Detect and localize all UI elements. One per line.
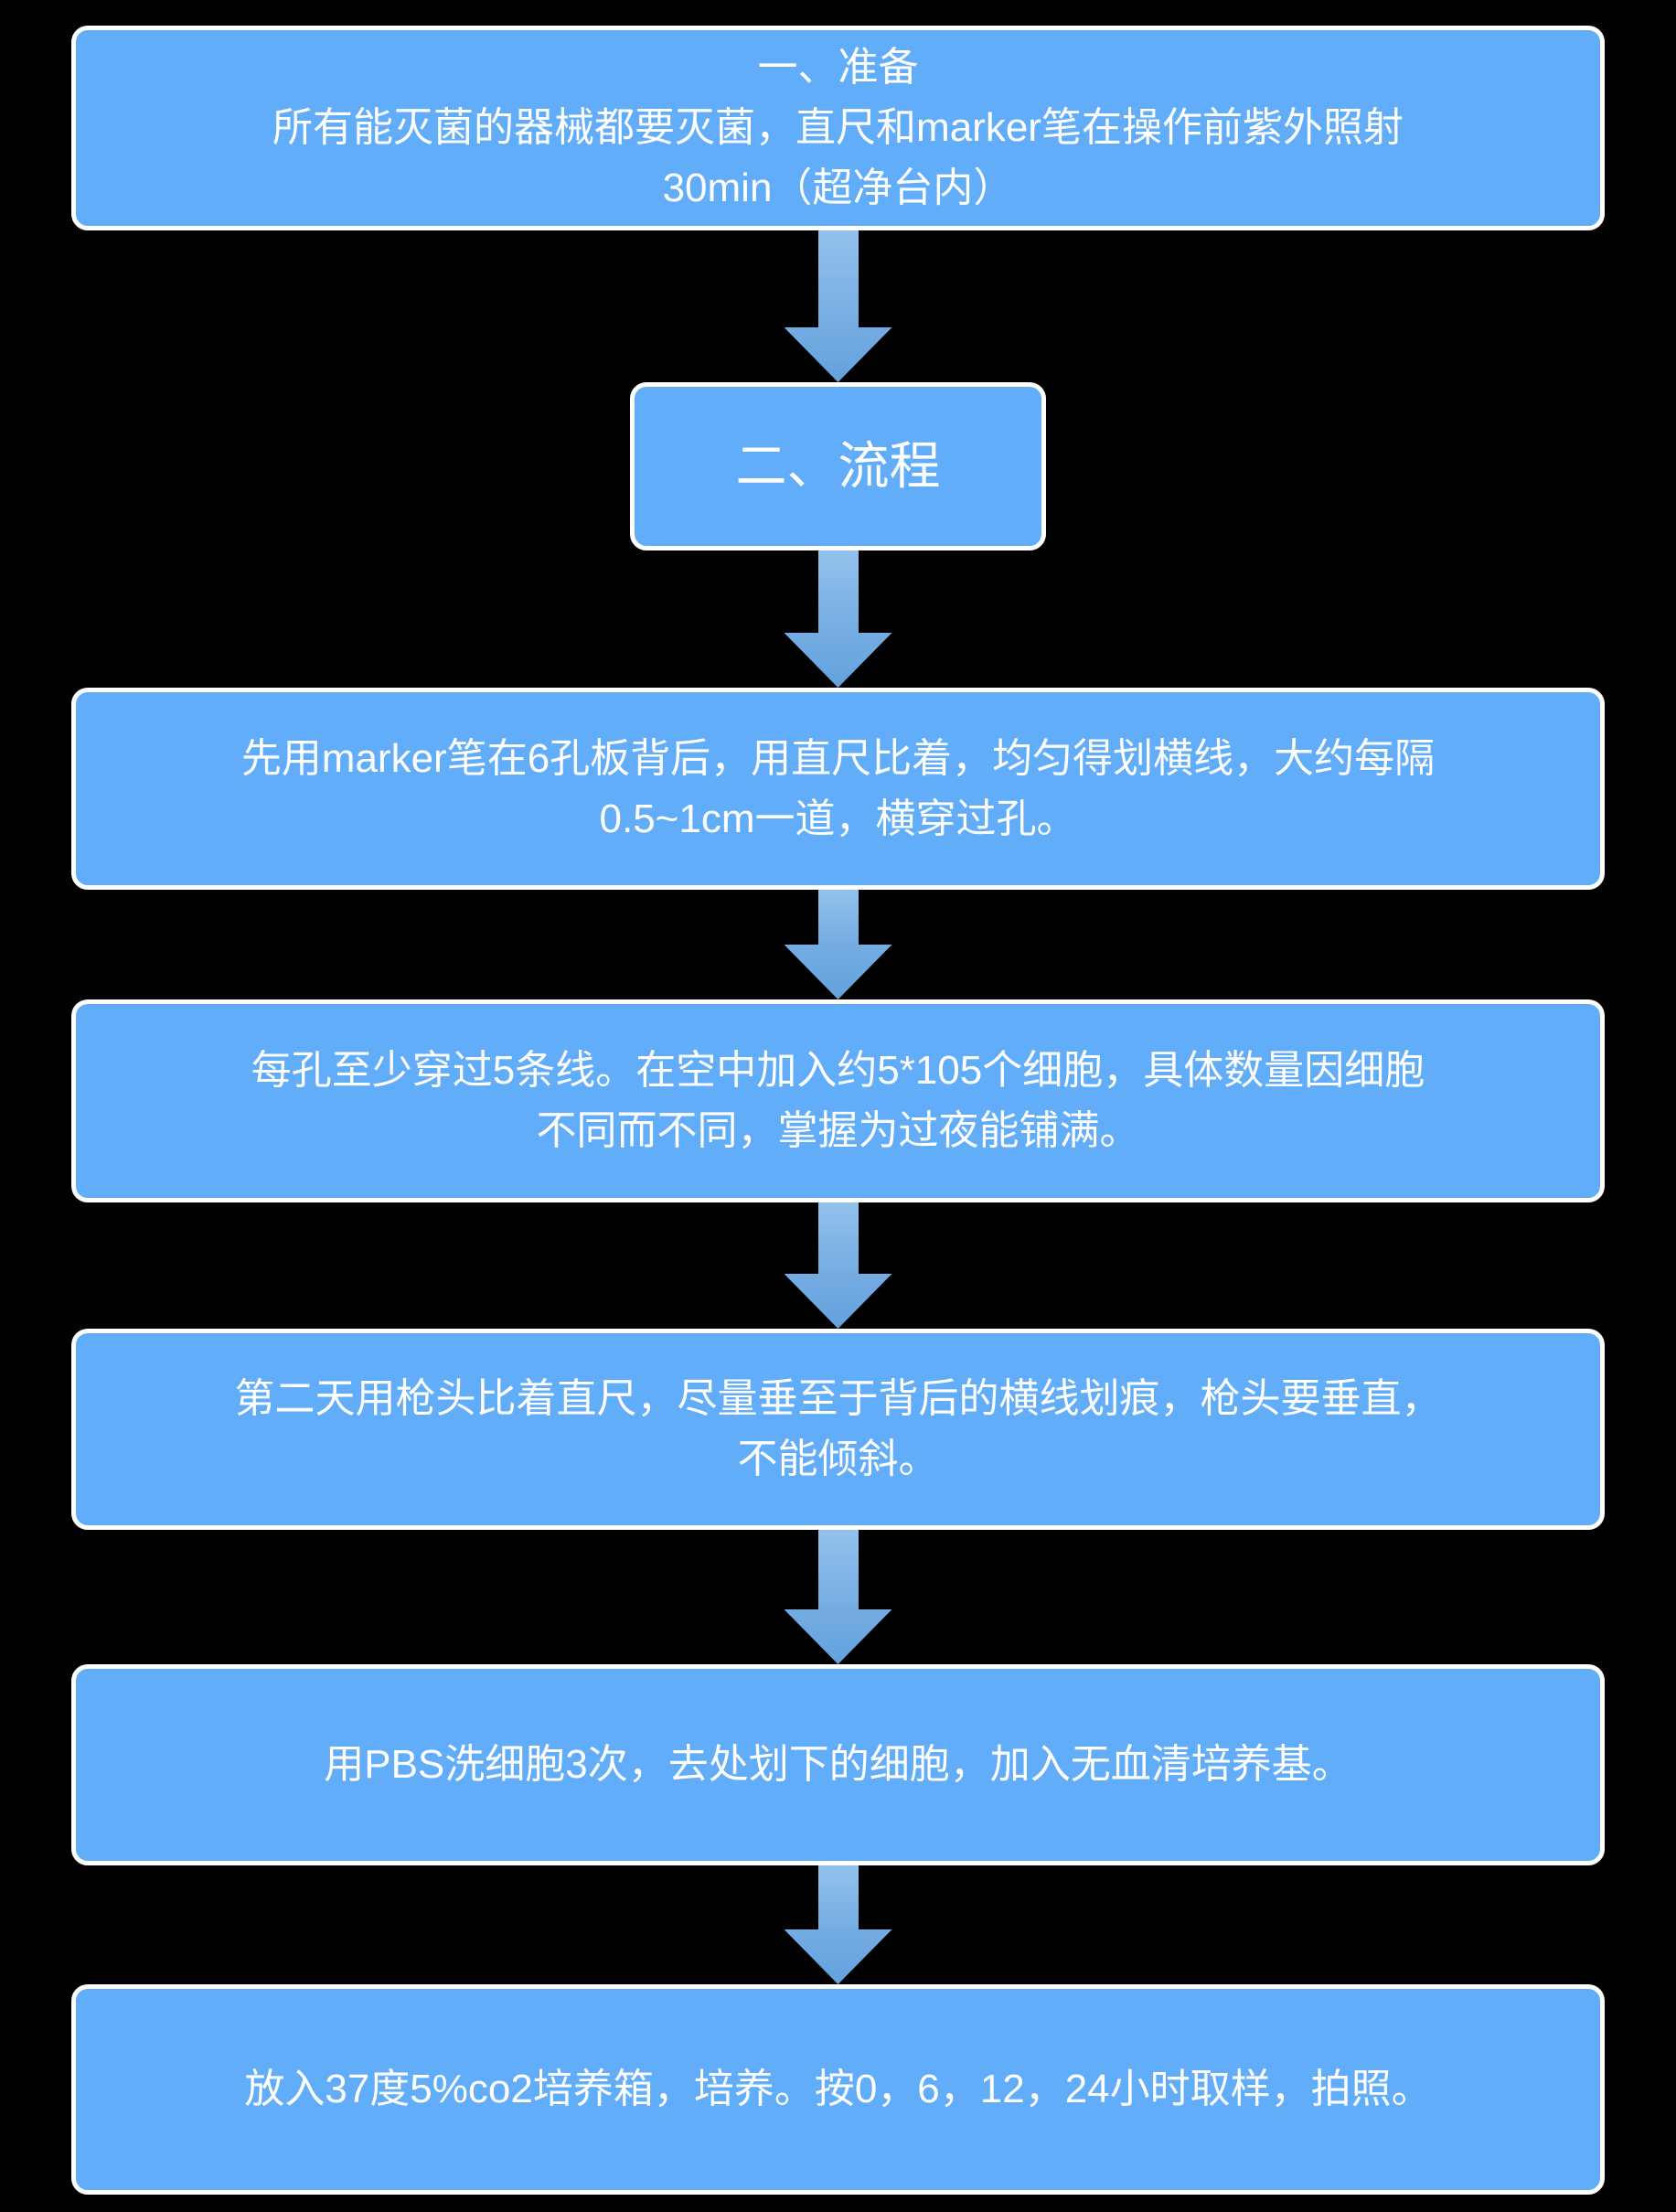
arrow-head	[784, 633, 892, 688]
arrow-head	[784, 945, 892, 999]
flow-step-scratch: 第二天用枪头比着直尺，尽量垂至于背后的横线划痕，枪头要垂直， 不能倾斜。	[71, 1329, 1605, 1530]
down-arrow-1-icon	[784, 230, 892, 382]
arrow-head	[784, 1609, 892, 1664]
down-arrow-6-icon	[784, 1865, 892, 1984]
arrow-head	[784, 1929, 892, 1984]
arrow-shaft	[817, 230, 859, 327]
flow-step-draw-lines: 先用marker笔在6孔板背后，用直尺比着，均匀得划横线，大约每隔 0.5~1c…	[71, 688, 1605, 890]
flow-step-prepare-text: 一、准备 所有能灭菌的器械都要灭菌，直尺和marker笔在操作前紫外照射 30m…	[272, 45, 1404, 210]
arrow-head	[784, 1274, 892, 1329]
flow-step-scratch-text: 第二天用枪头比着直尺，尽量垂至于背后的横线划痕，枪头要垂直， 不能倾斜。	[234, 1376, 1442, 1481]
arrow-shaft	[817, 1530, 859, 1609]
flow-step-process-header: 二、流程	[630, 382, 1046, 550]
arrow-head	[784, 327, 892, 382]
down-arrow-2-icon	[784, 550, 892, 688]
flow-step-prepare: 一、准备 所有能灭菌的器械都要灭菌，直尺和marker笔在操作前紫外照射 30m…	[71, 26, 1605, 230]
flow-step-seed-cells-text: 每孔至少穿过5条线。在空中加入约5*105个细胞，具体数量因细胞 不同而不同，掌…	[251, 1048, 1425, 1153]
flow-step-wash-text: 用PBS洗细胞3次，去处划下的细胞，加入无血清培养基。	[324, 1742, 1352, 1787]
flow-step-seed-cells: 每孔至少穿过5条线。在空中加入约5*105个细胞，具体数量因细胞 不同而不同，掌…	[71, 999, 1605, 1202]
flow-step-incubate-text: 放入37度5%co2培养箱，培养。按0，6，12，24小时取样，拍照。	[244, 2067, 1432, 2111]
flow-step-draw-lines-text: 先用marker笔在6孔板背后，用直尺比着，均匀得划横线，大约每隔 0.5~1c…	[240, 735, 1436, 841]
flow-step-incubate: 放入37度5%co2培养箱，培养。按0，6，12，24小时取样，拍照。	[71, 1984, 1605, 2195]
arrow-shaft	[817, 1865, 859, 1929]
flow-step-wash: 用PBS洗细胞3次，去处划下的细胞，加入无血清培养基。	[71, 1664, 1605, 1865]
arrow-shaft	[817, 550, 859, 633]
down-arrow-3-icon	[784, 890, 892, 999]
down-arrow-4-icon	[784, 1202, 892, 1329]
arrow-shaft	[817, 890, 859, 945]
flow-step-process-header-text: 二、流程	[735, 436, 941, 495]
arrow-shaft	[817, 1202, 859, 1274]
down-arrow-5-icon	[784, 1530, 892, 1664]
